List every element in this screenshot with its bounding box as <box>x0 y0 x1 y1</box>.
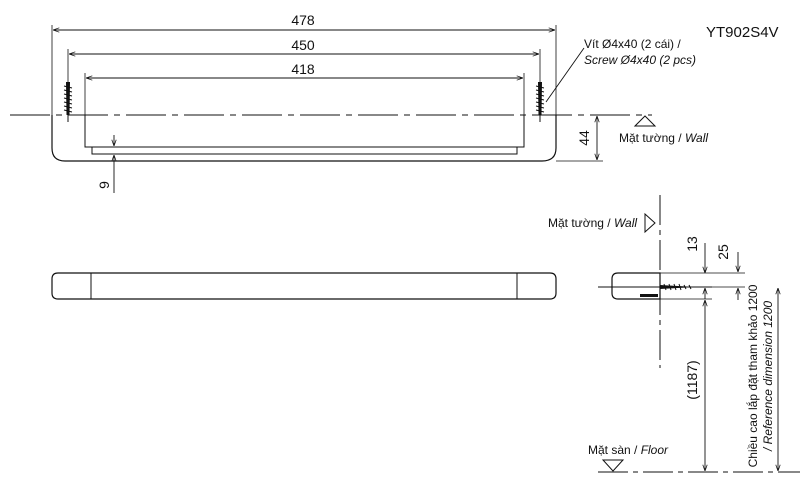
floor-marker-icon <box>601 459 625 472</box>
screw-label-vn: Vít Ø4x40 (2 cái) / <box>584 37 681 51</box>
bar-outline-top <box>51 115 557 162</box>
side-view: Mặt tường / Wall 13 25 (1187) Chiều cao … <box>548 195 800 473</box>
dim-1187-text: (1187) <box>684 360 700 399</box>
floor-label: Mặt sàn / Floor <box>588 443 669 457</box>
wall-label-top: Mặt tường / Wall <box>619 131 708 145</box>
ref-height-vn: Chiều cao lắp đặt tham khảo 1200 <box>745 284 760 467</box>
ref-height-en: / Reference dimension 1200 <box>761 301 775 452</box>
wall-label-side: Mặt tường / Wall <box>548 216 637 230</box>
dim-13-text: 13 <box>684 236 700 252</box>
dim-450-text: 450 <box>291 37 315 53</box>
bar-outline-front <box>51 272 557 300</box>
screw-label-en: Screw Ø4x40 (2 pcs) <box>584 53 696 67</box>
front-view <box>51 272 557 300</box>
wall-marker-icon-side <box>644 212 656 234</box>
dim-44-text: 44 <box>576 130 592 146</box>
bar-inner-top <box>84 115 525 148</box>
screw-side <box>640 283 696 297</box>
bar-section-side <box>611 272 661 300</box>
dim-9-text: 9 <box>96 181 112 189</box>
model-code: YT902S4V <box>706 24 779 41</box>
screw-leader-line <box>545 47 585 103</box>
wall-marker-icon <box>633 115 657 127</box>
dim-418-text: 418 <box>291 61 315 77</box>
bar-lip-top <box>91 147 518 155</box>
dim-478-text: 478 <box>291 12 315 28</box>
screw-left <box>63 82 73 122</box>
dim-25-text: 25 <box>715 244 731 260</box>
screw-right <box>535 82 545 122</box>
top-view: 478 450 418 Vít Ø4x40 (2 cái) / Screw Ø4… <box>10 12 708 193</box>
